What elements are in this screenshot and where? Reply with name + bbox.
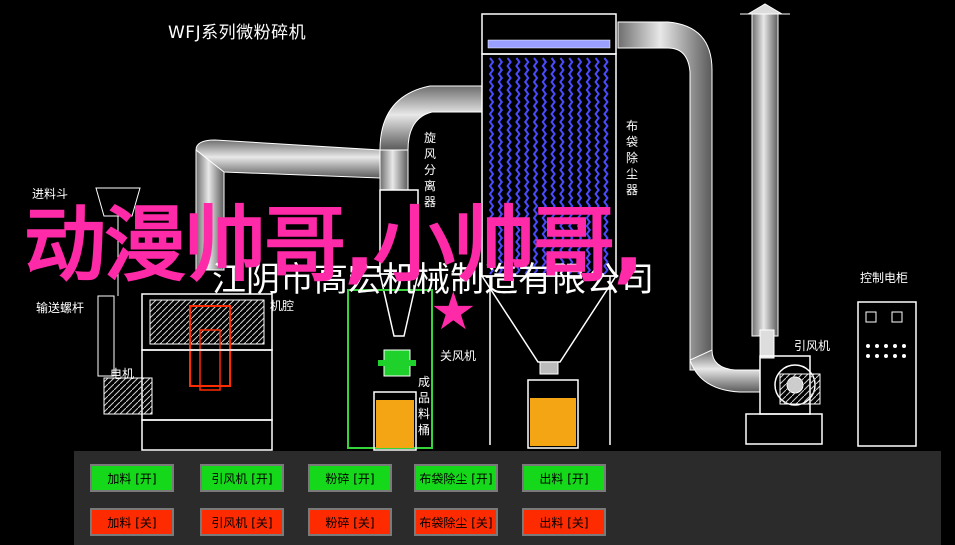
label-induced-fan: 引风机 (794, 339, 830, 353)
induced-fan (745, 355, 823, 445)
bag-filter-on-button[interactable]: 布袋除尘 [开] (414, 464, 498, 492)
label-feed-screw: 输送螺杆 (36, 300, 84, 315)
filter-to-fan-pipe (617, 21, 761, 393)
bag-filter-off-button[interactable]: 布袋除尘 [关] (414, 508, 498, 536)
label-bag-filter: 布袋除尘器 (626, 119, 638, 197)
overlay-text: 动漫帅哥,小帅哥, (24, 198, 644, 293)
indicator-light (866, 354, 870, 358)
label-motor: 电机 (110, 367, 134, 381)
label-mill: 机腔 (270, 298, 294, 313)
cyclone-separator (347, 189, 433, 451)
fan-off-button[interactable]: 引风机 [关] (200, 508, 284, 536)
discharge-off-button[interactable]: 出料 [关] (522, 508, 606, 536)
filter-bag (541, 57, 548, 275)
cabinet-indicator-lights (866, 344, 906, 358)
crush-off-button[interactable]: 粉碎 [关] (308, 508, 392, 536)
filter-bag (523, 57, 530, 275)
indicator-light (893, 344, 897, 348)
bag-filter-unit (480, 13, 618, 445)
filter-bag (515, 57, 521, 275)
indicator-light (884, 354, 888, 358)
indicator-light (875, 344, 879, 348)
company-name: 江阴市高宏机械制造有限公司 (212, 260, 654, 300)
feed-on-button[interactable]: 加料 [开] (90, 464, 174, 492)
control-cabinet (857, 301, 917, 447)
indicator-light (902, 354, 906, 358)
feed-off-button[interactable]: 加料 [关] (90, 508, 174, 536)
fan-on-button[interactable]: 引风机 [开] (200, 464, 284, 492)
label-product-bin: 成品料桶 (418, 375, 430, 437)
label-small-left: 进料斗 (32, 187, 68, 201)
crush-on-button[interactable]: 粉碎 [开] (308, 464, 392, 492)
label-shutoff-valve: 关风机 (440, 349, 476, 363)
filter-bag (488, 57, 495, 275)
mill-to-cyclone-pipe (195, 85, 483, 271)
filter-bag (567, 57, 574, 275)
bag-filter-bin (527, 379, 579, 449)
filter-bags (488, 57, 609, 275)
indicator-light (902, 344, 906, 348)
filter-bag (506, 57, 512, 275)
filter-bag (550, 57, 556, 275)
indicator-light (884, 344, 888, 348)
indicator-light (875, 354, 879, 358)
label-cyclone: 旋风分离器 (424, 131, 436, 209)
page-title: WFJ系列微粉碎机 (168, 23, 307, 43)
filter-bag (497, 57, 504, 275)
exhaust-stack (740, 3, 790, 359)
filter-bag (603, 57, 609, 275)
star-icon: ★ (430, 282, 477, 342)
filter-bag (559, 57, 565, 275)
control-button-panel: 加料 [开] 引风机 [开] 粉碎 [开] 布袋除尘 [开] 出料 [开] 加料… (74, 451, 941, 545)
filter-bag (594, 57, 600, 275)
filter-bag (585, 57, 592, 275)
label-control-cabinet: 控制电柜 (860, 271, 908, 285)
mill-machine (95, 187, 273, 451)
indicator-light (893, 354, 897, 358)
discharge-on-button[interactable]: 出料 [开] (522, 464, 606, 492)
filter-bag (576, 57, 583, 275)
filter-bag (532, 57, 539, 275)
indicator-light (866, 344, 870, 348)
